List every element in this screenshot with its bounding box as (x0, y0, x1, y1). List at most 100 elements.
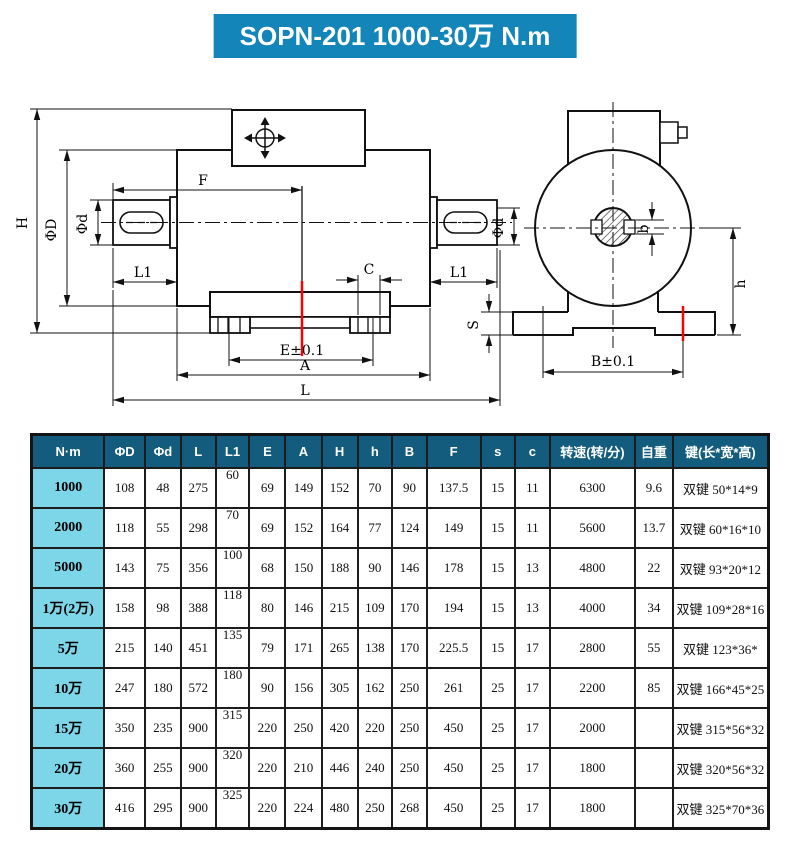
spec-cell: 450 (425, 747, 482, 789)
row-header: 5万 (30, 627, 106, 669)
column-header: H (320, 433, 359, 469)
spec-cell: 5600 (548, 507, 637, 549)
spec-cell: 360 (103, 747, 146, 789)
row-header: 15万 (30, 707, 106, 749)
spec-cell (634, 747, 674, 789)
spec-cell: 900 (179, 747, 217, 789)
spec-cell: 900 (179, 707, 217, 749)
spec-cell: 17 (514, 747, 551, 789)
spec-cell: 80 (248, 587, 287, 629)
column-header: h (356, 433, 394, 469)
spec-cell: 109 (356, 587, 394, 629)
spec-cell: 124 (391, 507, 428, 549)
spec-cell: 15 (479, 507, 517, 549)
column-header: L (179, 433, 217, 469)
spec-cell: 138 (356, 627, 394, 669)
spec-cell: 双键 320*56*32 (671, 747, 770, 789)
spec-cell: 135 (214, 627, 251, 669)
column-header: 转速(转/分) (548, 433, 637, 469)
spec-cell: 188 (320, 547, 359, 589)
column-header: 自重 (634, 433, 674, 469)
spec-cell: 79 (248, 627, 287, 669)
spec-cell: 69 (248, 467, 287, 509)
spec-cell: 450 (425, 787, 482, 830)
spec-cell: 9.6 (634, 467, 674, 509)
spec-cell: 224 (284, 787, 323, 830)
spec-cell: 4000 (548, 587, 637, 629)
spec-cell: 325 (214, 787, 251, 830)
dim-label-f: F (198, 173, 208, 189)
spec-cell: 48 (143, 467, 182, 509)
column-header: A (284, 433, 323, 469)
spec-cell: 98 (143, 587, 182, 629)
row-header: 10万 (30, 667, 106, 709)
column-header: Φd (143, 433, 182, 469)
spec-cell: 170 (391, 587, 428, 629)
spec-cell: 149 (284, 467, 323, 509)
column-header: E (248, 433, 287, 469)
spec-cell: 210 (284, 747, 323, 789)
spec-cell: 146 (284, 587, 323, 629)
spec-cell: 356 (179, 547, 217, 589)
dim-label-l1-left: L1 (134, 265, 152, 281)
spec-cell: 双键 60*16*10 (671, 507, 770, 549)
spec-cell: 451 (179, 627, 217, 669)
spec-cell (634, 787, 674, 830)
spec-cell: 34 (634, 587, 674, 629)
spec-cell: 215 (320, 587, 359, 629)
dim-label-b-tol: B±0.1 (591, 354, 635, 370)
spec-cell: 235 (143, 707, 182, 749)
column-header: B (391, 433, 428, 469)
spec-cell: 250 (356, 787, 394, 830)
spec-cell: 171 (284, 627, 323, 669)
spec-cell: 215 (103, 627, 146, 669)
column-header: N·m (30, 433, 106, 469)
spec-cell: 250 (284, 707, 323, 749)
spec-cell: 22 (634, 547, 674, 589)
dim-label-phi-D: ΦD (44, 219, 60, 242)
spec-cell: 162 (356, 667, 394, 709)
spec-cell: 55 (634, 627, 674, 669)
spec-cell: 446 (320, 747, 359, 789)
spec-cell: 90 (248, 667, 287, 709)
spec-cell: 275 (179, 467, 217, 509)
spec-cell: 100 (214, 547, 251, 589)
spec-cell: 13 (514, 547, 551, 589)
spec-cell: 416 (103, 787, 146, 830)
dim-label-h: h (733, 279, 749, 288)
spec-cell: 180 (214, 667, 251, 709)
spec-cell: 247 (103, 667, 146, 709)
spec-cell: 388 (179, 587, 217, 629)
spec-cell: 25 (479, 747, 517, 789)
spec-cell: 170 (391, 627, 428, 669)
spec-cell: 146 (391, 547, 428, 589)
spec-cell: 420 (320, 707, 359, 749)
spec-cell: 900 (179, 787, 217, 830)
row-header: 1000 (30, 467, 106, 509)
spec-cell: 295 (143, 787, 182, 830)
spec-cell: 17 (514, 667, 551, 709)
spec-cell: 1800 (548, 747, 637, 789)
spec-cell: 77 (356, 507, 394, 549)
spec-cell: 1800 (548, 787, 637, 830)
row-header: 1万(2万) (30, 587, 106, 629)
dim-label-l: L (300, 383, 309, 399)
connector (659, 121, 679, 144)
side-view (30, 108, 520, 406)
spec-cell: 11 (514, 507, 551, 549)
dim-label-e: E±0.1 (280, 343, 324, 359)
spec-cell: 240 (356, 747, 394, 789)
spec-cell: 140 (143, 627, 182, 669)
technical-drawing: H ΦD Φd F L1 L1 C E±0.1 A L Φd S b h B±0… (15, 102, 749, 406)
spec-cell: 15 (479, 627, 517, 669)
spec-cell: 480 (320, 787, 359, 830)
spec-cell: 双键 166*45*25 (671, 667, 770, 709)
dim-label-a: A (299, 358, 311, 374)
